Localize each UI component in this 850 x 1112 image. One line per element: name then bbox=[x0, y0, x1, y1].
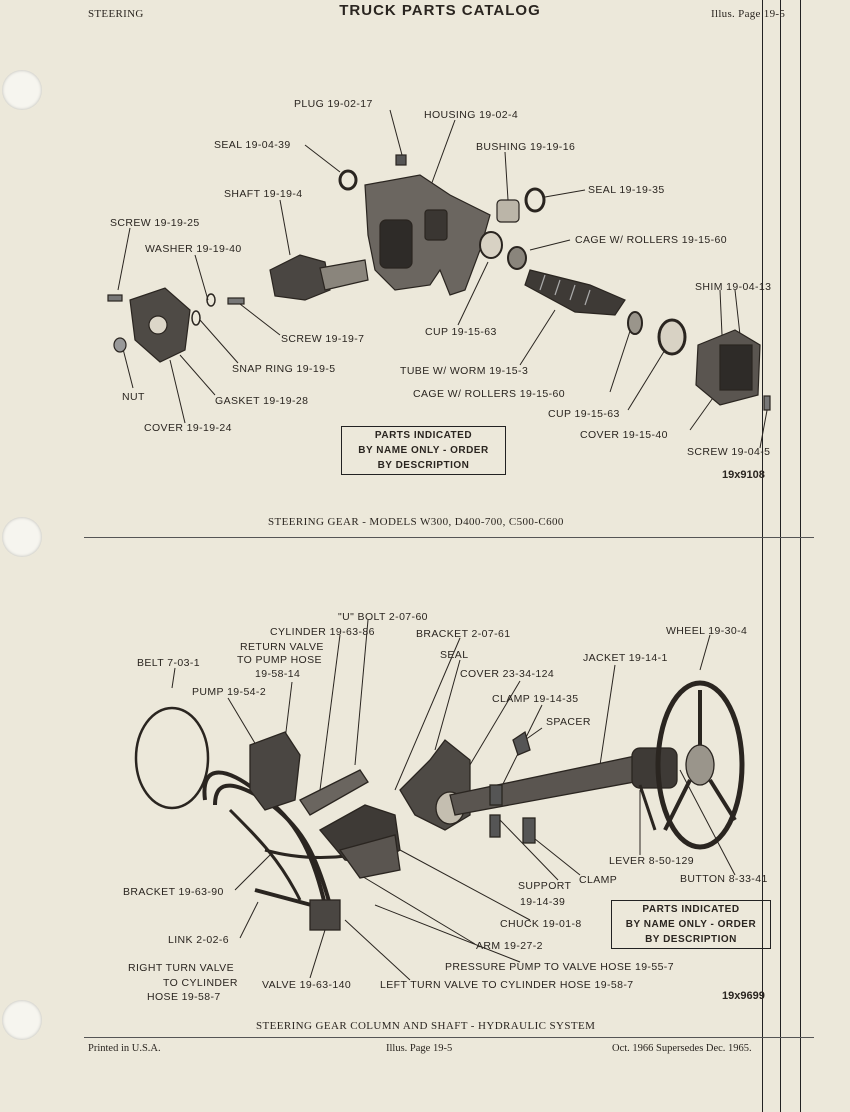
label-support: SUPPORT bbox=[518, 880, 572, 892]
footer-divider bbox=[84, 1037, 814, 1038]
label-gasket: GASKET 19-19-28 bbox=[215, 395, 308, 407]
label-spacer: SPACER bbox=[546, 716, 591, 728]
scan-line bbox=[780, 0, 781, 1112]
label-cover-23-34-124: COVER 23-34-124 bbox=[460, 668, 554, 680]
label-bushing: BUSHING 19-19-16 bbox=[476, 141, 575, 153]
note-line: BY NAME ONLY - ORDER bbox=[358, 445, 489, 456]
label-cylinder: CYLINDER 19-63-86 bbox=[270, 626, 375, 638]
label-screw-19-19-25: SCREW 19-19-25 bbox=[110, 217, 200, 229]
label-nut: NUT bbox=[122, 391, 145, 403]
label-cover-19-15-40: COVER 19-15-40 bbox=[580, 429, 668, 441]
parts-note-box: PARTS INDICATED BY NAME ONLY - ORDER BY … bbox=[341, 426, 506, 475]
label-arm: ARM 19-27-2 bbox=[476, 940, 543, 952]
note-line: BY NAME ONLY - ORDER bbox=[625, 919, 757, 930]
section-divider bbox=[84, 537, 814, 538]
label-return-valve-1: RETURN VALVE bbox=[240, 641, 324, 653]
label-return-valve-3: 19-58-14 bbox=[255, 668, 300, 680]
figure-caption: STEERING GEAR COLUMN AND SHAFT - HYDRAUL… bbox=[256, 1020, 596, 1032]
page-title: TRUCK PARTS CATALOG bbox=[339, 2, 541, 19]
label-cage-rollers-upper: CAGE W/ ROLLERS 19-15-60 bbox=[575, 234, 727, 246]
label-valve: VALVE 19-63-140 bbox=[262, 979, 351, 991]
label-snap-ring: SNAP RING 19-19-5 bbox=[232, 363, 335, 375]
scan-line bbox=[800, 0, 801, 1112]
footer-page-reference: Illus. Page 19-5 bbox=[386, 1043, 453, 1054]
label-cover-19-19-24: COVER 19-19-24 bbox=[144, 422, 232, 434]
label-right-turn-1: RIGHT TURN VALVE bbox=[128, 962, 234, 974]
label-jacket: JACKET 19-14-1 bbox=[583, 652, 668, 664]
label-u-bolt: "U" BOLT 2-07-60 bbox=[338, 611, 428, 623]
label-seal-19-04-39: SEAL 19-04-39 bbox=[214, 139, 291, 151]
binder-hole bbox=[2, 70, 42, 110]
note-line: PARTS INDICATED bbox=[642, 904, 740, 915]
note-line: BY DESCRIPTION bbox=[645, 934, 737, 945]
label-link: LINK 2-02-6 bbox=[168, 934, 229, 946]
label-shim: SHIM 19-04-13 bbox=[695, 281, 771, 293]
figure-number: 19x9108 bbox=[722, 469, 765, 481]
note-line: PARTS INDICATED bbox=[374, 430, 473, 441]
label-washer: WASHER 19-19-40 bbox=[145, 243, 242, 255]
label-housing: HOUSING 19-02-4 bbox=[424, 109, 518, 121]
section-heading: STEERING bbox=[88, 8, 144, 20]
label-right-turn-2: TO CYLINDER bbox=[163, 977, 238, 989]
page-reference: Illus. Page 19-5 bbox=[711, 8, 786, 20]
label-bracket-2-07-61: BRACKET 2-07-61 bbox=[416, 628, 511, 640]
figure-number: 19x9699 bbox=[722, 990, 765, 1002]
label-cage-rollers-lower: CAGE W/ ROLLERS 19-15-60 bbox=[413, 388, 565, 400]
label-support-number: 19-14-39 bbox=[520, 896, 565, 908]
label-clamp-19-14-35: CLAMP 19-14-35 bbox=[492, 693, 579, 705]
label-seal-19-19-35: SEAL 19-19-35 bbox=[588, 184, 665, 196]
label-bracket-19-63-90: BRACKET 19-63-90 bbox=[123, 886, 224, 898]
label-pressure-hose: PRESSURE PUMP TO VALVE HOSE 19-55-7 bbox=[445, 961, 674, 973]
label-return-valve-2: TO PUMP HOSE bbox=[237, 654, 322, 666]
label-lever: LEVER 8-50-129 bbox=[609, 855, 694, 867]
scan-line bbox=[762, 0, 763, 1112]
label-screw-19-04-5: SCREW 19-04-5 bbox=[687, 446, 770, 458]
figure-caption: STEERING GEAR - MODELS W300, D400-700, C… bbox=[268, 516, 564, 528]
label-plug: PLUG 19-02-17 bbox=[294, 98, 373, 110]
label-cup-lower: CUP 19-15-63 bbox=[548, 408, 620, 420]
label-cup-upper: CUP 19-15-63 bbox=[425, 326, 497, 338]
label-button: BUTTON 8-33-41 bbox=[680, 873, 768, 885]
label-right-turn-3: HOSE 19-58-7 bbox=[147, 991, 221, 1003]
parts-note-box: PARTS INDICATED BY NAME ONLY - ORDER BY … bbox=[611, 900, 771, 949]
label-pump: PUMP 19-54-2 bbox=[192, 686, 266, 698]
label-tube-worm: TUBE W/ WORM 19-15-3 bbox=[400, 365, 528, 377]
label-wheel: WHEEL 19-30-4 bbox=[666, 625, 747, 637]
label-seal: SEAL bbox=[440, 649, 468, 661]
label-shaft: SHAFT 19-19-4 bbox=[224, 188, 303, 200]
label-clamp: CLAMP bbox=[579, 874, 617, 886]
revision-date: Oct. 1966 Supersedes Dec. 1965. bbox=[612, 1043, 752, 1054]
note-line: BY DESCRIPTION bbox=[377, 460, 470, 471]
label-belt: BELT 7-03-1 bbox=[137, 657, 200, 669]
label-screw-19-19-7: SCREW 19-19-7 bbox=[281, 333, 364, 345]
label-chuck: CHUCK 19-01-8 bbox=[500, 918, 582, 930]
label-left-turn-hose: LEFT TURN VALVE TO CYLINDER HOSE 19-58-7 bbox=[380, 979, 634, 991]
binder-hole bbox=[2, 1000, 42, 1040]
printed-note: Printed in U.S.A. bbox=[88, 1043, 161, 1054]
binder-hole bbox=[2, 517, 42, 557]
